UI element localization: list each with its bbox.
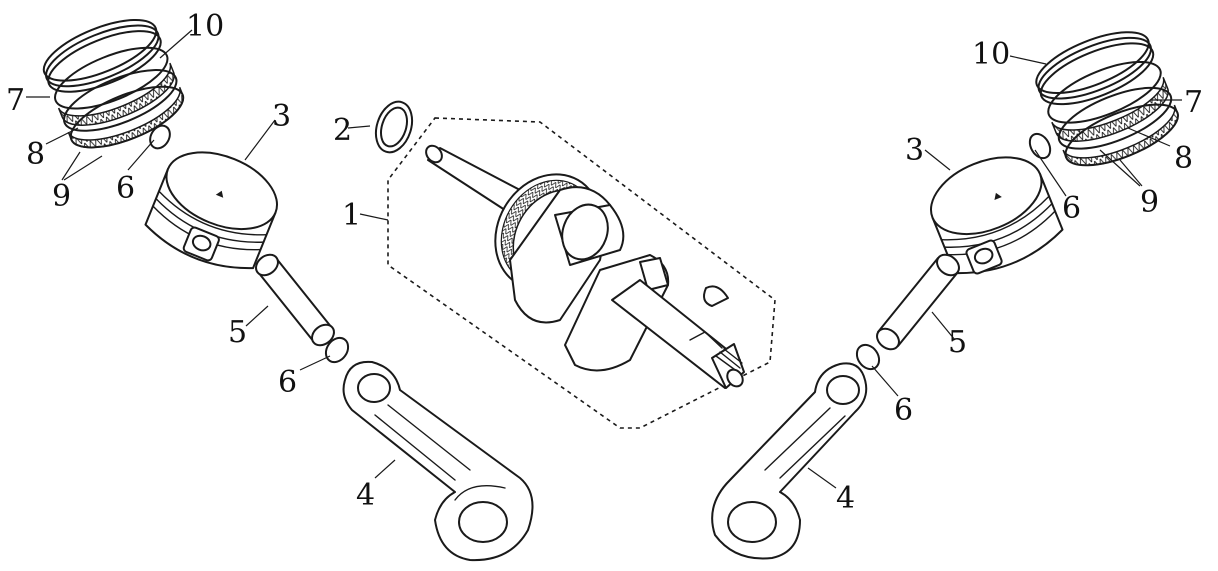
left-ring-expander-upper: [57, 62, 175, 126]
right-ring-mid: [1047, 60, 1162, 124]
leader-lines: [26, 29, 1182, 489]
right-snap-ring-upper: [1028, 132, 1052, 160]
crankshaft-seal-ring: [374, 100, 414, 154]
right-piston-pin: [876, 253, 960, 351]
callout-5-left: 5: [228, 315, 247, 350]
callout-9-right: 9: [1140, 185, 1159, 220]
left-piston-pin: [255, 253, 335, 347]
left-snap-ring-upper: [149, 124, 171, 150]
left-oil-ring-expander: [67, 86, 184, 149]
callout-8-left: 8: [26, 137, 45, 172]
right-second-ring: [1057, 86, 1173, 150]
crankshaft: [425, 144, 745, 389]
right-oil-ring-expander: [1062, 104, 1179, 167]
left-connecting-rod: [342, 360, 534, 562]
crankshaft-assembly-boundary: [387, 117, 776, 429]
right-top-ring-b: [1037, 36, 1152, 100]
callout-8-right: 8: [1174, 141, 1193, 176]
callout-labels: 2 1 3 3 5 5 6 6 6 6 7 7 8 8 9 9 10 10 4 …: [6, 9, 1203, 516]
right-connecting-rod: [711, 362, 868, 560]
left-snap-ring-lower: [324, 336, 350, 364]
right-top-ring-a: [1039, 42, 1155, 106]
woodruff-key: [703, 285, 729, 307]
callout-6-lower-right: 6: [894, 393, 913, 428]
callout-3-right: 3: [905, 133, 924, 168]
callout-7-left: 7: [6, 83, 25, 118]
callout-10-left: 10: [186, 9, 224, 44]
callout-4-right: 4: [836, 481, 855, 516]
callout-5-right: 5: [948, 325, 967, 360]
callout-4-left: 4: [356, 478, 375, 513]
left-top-ring-a: [47, 30, 162, 93]
left-top-ring-b: [45, 24, 160, 88]
callout-10-right: 10: [972, 37, 1010, 72]
right-ring-expander-upper: [1051, 76, 1169, 142]
left-top-ring-c: [42, 18, 158, 82]
callout-3-left: 3: [272, 99, 291, 134]
callout-1: 1: [342, 198, 361, 233]
callout-6-lower-left: 6: [278, 365, 297, 400]
callout-6-upper-left: 6: [116, 171, 135, 206]
right-top-ring-c: [1035, 31, 1150, 94]
callout-2: 2: [333, 113, 352, 148]
callout-9-left: 9: [52, 179, 71, 214]
right-piston-ring-set: [1035, 31, 1179, 167]
left-second-ring: [63, 69, 178, 132]
callout-6-upper-right: 6: [1062, 191, 1081, 226]
right-snap-ring-lower: [855, 343, 881, 371]
right-piston: [929, 156, 1064, 275]
callout-7-right: 7: [1184, 85, 1203, 120]
left-piston: [144, 151, 279, 270]
left-piston-ring-set: [42, 18, 185, 149]
left-ring-mid: [54, 46, 169, 110]
